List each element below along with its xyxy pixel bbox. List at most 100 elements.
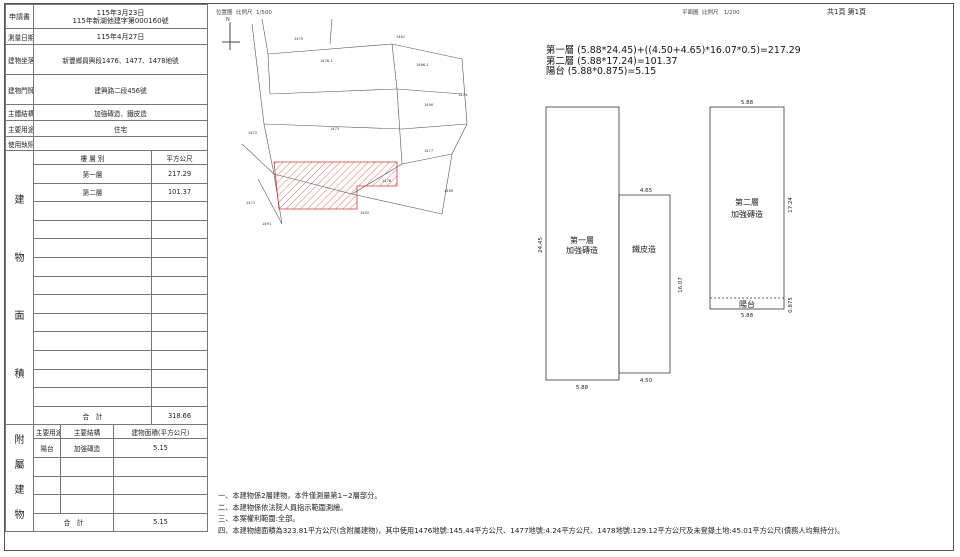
north-arrow-icon: N bbox=[222, 17, 240, 50]
applicant-date: 115年3月23日 bbox=[96, 8, 145, 17]
floor-row-empty-area bbox=[151, 331, 208, 351]
annex-empty bbox=[33, 456, 61, 477]
area-section-label: 建 物 面 積 bbox=[5, 149, 34, 426]
floor1-structure: 加強磚造 bbox=[566, 245, 598, 255]
floor-row-empty-area bbox=[151, 238, 208, 258]
formula-line: 第二層 (5.88*17.24)=101.37 bbox=[546, 55, 678, 67]
usage-value: 住宅 bbox=[33, 120, 208, 137]
dim-4-65: 4.65 bbox=[640, 188, 653, 194]
applicant-label: 申請書 bbox=[5, 4, 34, 29]
total-area: 318.66 bbox=[151, 405, 208, 426]
building-footprint bbox=[273, 161, 398, 210]
floor-row-empty-area bbox=[151, 349, 208, 370]
plan-scale: 1/200 bbox=[723, 10, 740, 16]
area-column-header: 平方公尺 bbox=[151, 150, 208, 165]
parcel-number: 1490 bbox=[424, 103, 434, 107]
floor-row-empty-area bbox=[151, 312, 208, 333]
scale-label: 比例尺 bbox=[236, 10, 253, 16]
parcel-number: 1471 bbox=[246, 201, 255, 205]
parcel-number: 1492 bbox=[360, 211, 369, 215]
license-value bbox=[33, 136, 208, 151]
parcel-number: 1461 bbox=[396, 35, 405, 39]
annex-empty bbox=[60, 456, 114, 477]
floor-row-area: 217.29 bbox=[151, 164, 208, 184]
floor1-name: 第一層 bbox=[570, 235, 594, 245]
annex-char-2: 屬 bbox=[14, 460, 25, 472]
dim-16-07: 16.07 bbox=[678, 277, 684, 293]
annex-total-area: 5.15 bbox=[113, 512, 208, 533]
annex-area-header: 建物面積(平方公尺) bbox=[113, 424, 208, 440]
parcel-number: 1472 bbox=[248, 131, 257, 135]
dim-5-88-top: 5.88 bbox=[741, 100, 754, 106]
floor-row-empty-area bbox=[151, 256, 208, 277]
location-map-header: 位置圖 比例尺 1/500 bbox=[216, 8, 272, 16]
floor-row-empty bbox=[33, 312, 152, 333]
annex-char-1: 附 bbox=[14, 435, 25, 447]
dim-17-24: 17.24 bbox=[788, 197, 794, 213]
parcel-number: 1477 bbox=[424, 149, 433, 153]
parcel-number: 1491 bbox=[262, 222, 271, 226]
annex-empty bbox=[33, 494, 61, 514]
floor-row-empty-area bbox=[151, 275, 208, 296]
page-count: 共1頁 第1頁 bbox=[827, 8, 867, 16]
annex-empty bbox=[60, 494, 114, 514]
applicant-number: 115年新湖他建字第000160號 bbox=[72, 16, 169, 25]
annex-total-label: 合 計 bbox=[33, 512, 114, 533]
parcel-number: 1475 bbox=[294, 37, 303, 41]
location-label: 建物坐落 bbox=[5, 44, 34, 75]
floor-row-name: 第一層 bbox=[33, 164, 152, 184]
floor2-rect bbox=[709, 106, 785, 310]
survey-form-table: 申請書 115年3月23日 115年新湖他建字第000160號 測量日期 115… bbox=[5, 4, 208, 533]
floor-row-empty-area bbox=[151, 387, 208, 407]
annex-use: 陽台 bbox=[33, 438, 61, 458]
structure-value: 加強磚造、鐵皮造 bbox=[33, 104, 208, 121]
area-char-2: 物 bbox=[14, 252, 25, 264]
location-value: 新豐鄉員興段1476、1477、1478地號 bbox=[33, 44, 208, 75]
parcel-number: 1473 bbox=[330, 127, 339, 131]
location-map: N 1475 1461 1476-1 1466-1 1474 1490 1473… bbox=[222, 17, 468, 226]
dim-4-50: 4.50 bbox=[640, 378, 653, 384]
annex-empty bbox=[33, 475, 61, 496]
floor-plan: 第一層 加強磚造 鐵皮造 第二層 加強磚造 陽台 24.45 5.88 4.65… bbox=[538, 100, 794, 391]
area-char-1: 建 bbox=[14, 194, 25, 206]
usage-label: 主要用途 bbox=[5, 120, 34, 137]
floor-row-empty bbox=[33, 294, 152, 314]
floor-row-name: 第二層 bbox=[33, 182, 152, 203]
balcony-label: 陽台 bbox=[739, 299, 755, 309]
survey-date-value: 115年4月27日 bbox=[33, 28, 208, 45]
floor-row-empty bbox=[33, 349, 152, 370]
notes-section: 一、本建物係2層建物，本件僅測量第1~2層部分。 二、本建物係依法院人員指示範圍… bbox=[218, 490, 844, 536]
floor-row-area: 101.37 bbox=[151, 182, 208, 203]
parcel-number: 1466-1 bbox=[416, 63, 429, 67]
floor-row-empty bbox=[33, 201, 152, 221]
parcel-number: 1476-1 bbox=[320, 59, 333, 63]
floor-row-empty-area bbox=[151, 219, 208, 240]
floor-column-header: 樓 層 別 bbox=[33, 150, 152, 165]
annex-structure-header: 主要結構 bbox=[60, 424, 114, 440]
plan-header: 平面圖 比例尺 1/200 bbox=[682, 8, 740, 16]
location-scale: 1/500 bbox=[256, 10, 272, 16]
parcel-number: 1478 bbox=[382, 179, 392, 183]
floor-row-empty-area bbox=[151, 368, 208, 389]
floor-row-empty bbox=[33, 331, 152, 351]
floor-row-empty bbox=[33, 387, 152, 407]
parcel-labels: 1475 1461 1476-1 1466-1 1474 1490 1473 1… bbox=[246, 35, 468, 226]
note-line: 三、本案權利範圍:全部。 bbox=[218, 514, 300, 523]
annex-char-3: 建 bbox=[14, 485, 25, 497]
area-formulas: 第一層 (5.88*24.45)+((4.50+4.65)*16.07*0.5)… bbox=[546, 45, 801, 78]
area-char-3: 面 bbox=[14, 310, 25, 322]
floor2-name: 第二層 bbox=[735, 197, 759, 207]
annex-structure: 加強磚造 bbox=[60, 438, 114, 458]
structure-label: 主體結構 bbox=[5, 104, 34, 121]
parcel-number: 1474 bbox=[458, 93, 468, 97]
annex-empty bbox=[113, 475, 208, 496]
annex-section-label: 附 屬 建 物 bbox=[5, 424, 34, 533]
plan-scale-label: 比例尺 bbox=[702, 10, 719, 16]
floor-row-empty-area bbox=[151, 294, 208, 314]
document-frame bbox=[4, 3, 954, 551]
annex-empty bbox=[113, 494, 208, 514]
annex-area: 5.15 bbox=[113, 438, 208, 458]
formula-line: 陽台 (5.88*0.875)=5.15 bbox=[546, 66, 657, 77]
shed-rect bbox=[618, 194, 671, 374]
door-label: 建物門牌 bbox=[5, 74, 34, 105]
